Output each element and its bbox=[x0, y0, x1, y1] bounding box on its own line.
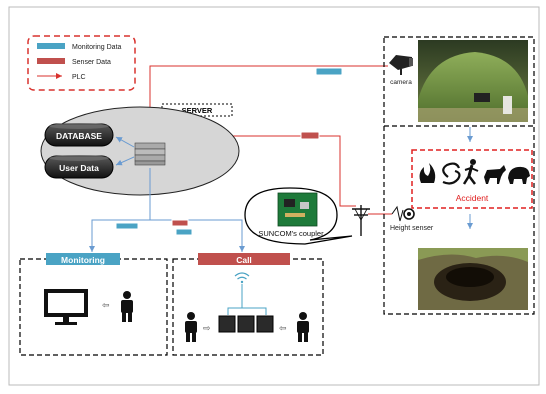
monitoring-data-packet bbox=[315, 67, 343, 76]
legend-plc-label: PLC bbox=[72, 74, 86, 81]
call-device-1 bbox=[218, 315, 236, 333]
view-arrow-icon: ⇦ bbox=[102, 300, 110, 310]
tomb-ground bbox=[418, 108, 528, 122]
database-top bbox=[49, 123, 109, 129]
server-to-userdata-arrow bbox=[115, 156, 135, 166]
monitoring-header bbox=[46, 253, 120, 265]
database-label: DATABASE bbox=[56, 131, 102, 141]
senser-packet-out bbox=[171, 219, 189, 227]
site-panel-frame bbox=[383, 36, 535, 315]
caller-arrow-icon: ⇨ bbox=[203, 323, 211, 333]
coupler-part bbox=[300, 202, 309, 209]
monitor-icon bbox=[44, 289, 88, 325]
coupler-to-server-line bbox=[162, 133, 356, 207]
wifi-icon bbox=[234, 272, 250, 284]
responder-arrow-icon: ⇦ bbox=[279, 323, 287, 333]
legend-senser-label: Senser Data bbox=[72, 59, 111, 66]
legend: Monitoring Data Senser Data PLC bbox=[27, 35, 136, 91]
coupler-bubble: SUNCOM's coupler bbox=[244, 187, 353, 245]
outer-frame bbox=[8, 6, 540, 386]
hole-grass bbox=[418, 248, 528, 262]
monitoring-panel-frame bbox=[19, 258, 168, 356]
responder-person-icon bbox=[297, 312, 309, 342]
server-rack-icon bbox=[134, 142, 166, 166]
height-sensor-label: Height senser bbox=[390, 225, 434, 232]
coupler-connector bbox=[285, 213, 305, 217]
caller-person-icon bbox=[185, 312, 197, 342]
legend-senser-swatch bbox=[37, 58, 65, 64]
server-to-monitoring-line bbox=[89, 168, 151, 252]
utility-pole-icon bbox=[352, 205, 370, 236]
monitoring-title: Monitoring bbox=[61, 255, 105, 265]
user-data-label: User Data bbox=[59, 163, 99, 173]
tomb-sign bbox=[474, 93, 490, 102]
typhoon-icon bbox=[442, 162, 461, 185]
monitoring-panel: Monitoring ⇦ bbox=[19, 253, 168, 356]
fire-icon bbox=[419, 163, 436, 183]
output-lines bbox=[89, 168, 245, 252]
server-to-database-arrow bbox=[115, 136, 135, 148]
call-device-2 bbox=[237, 315, 255, 333]
site-panel: camera Accident bbox=[383, 36, 535, 315]
monitoring-packet-out-2 bbox=[175, 228, 193, 236]
operator-person-icon bbox=[121, 291, 133, 322]
senser-data-packet bbox=[300, 131, 320, 140]
boar-icon bbox=[508, 166, 530, 184]
device-bus-line bbox=[227, 307, 267, 315]
call-device-3 bbox=[256, 315, 274, 333]
tomb-mound bbox=[418, 52, 528, 122]
user-data-top bbox=[49, 155, 109, 161]
call-header bbox=[198, 253, 290, 265]
height-sensor-icon bbox=[391, 205, 415, 222]
plc-lines bbox=[147, 65, 392, 215]
coupler-chip bbox=[284, 199, 295, 207]
server-label: SERVER bbox=[182, 106, 213, 115]
server-to-call-line bbox=[150, 219, 245, 252]
call-title: Call bbox=[236, 255, 252, 265]
accident-label: Accident bbox=[456, 193, 489, 203]
accident-icons bbox=[419, 159, 530, 185]
runner-icon bbox=[462, 159, 479, 185]
coupler-label: SUNCOM's coupler bbox=[258, 229, 324, 238]
coupler-board bbox=[277, 192, 318, 227]
camera-label: camera bbox=[390, 79, 412, 86]
legend-monitoring-label: Monitoring Data bbox=[72, 44, 122, 51]
hole-depth bbox=[446, 267, 494, 287]
call-panel: Call ⇨ ⇦ bbox=[172, 253, 324, 356]
tomb-stone bbox=[503, 96, 512, 114]
server-group: SERVER DATABASE User Data bbox=[40, 103, 240, 196]
camera-icon bbox=[389, 55, 413, 75]
monitoring-packet-out bbox=[115, 222, 139, 230]
legend-monitoring-swatch bbox=[37, 43, 65, 49]
wolf-icon bbox=[484, 165, 506, 184]
